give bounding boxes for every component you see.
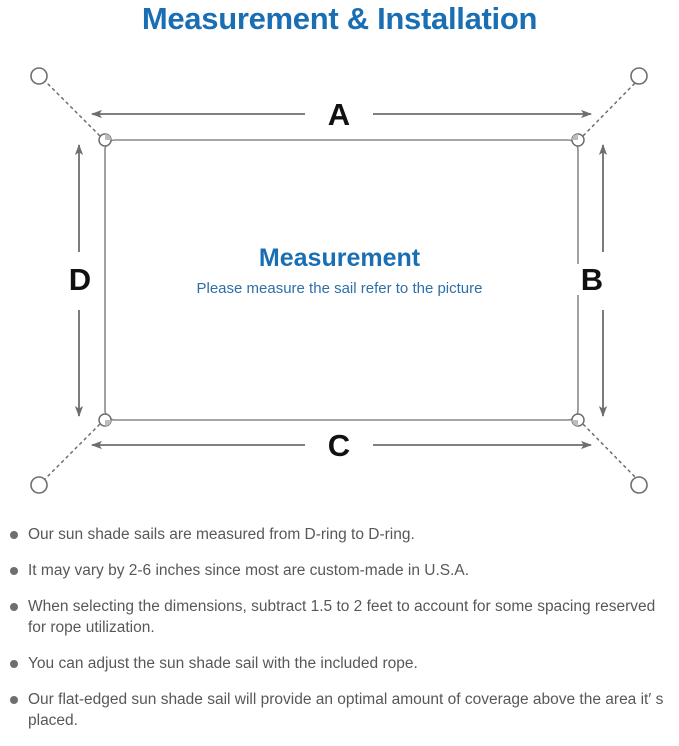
diagram-svg — [30, 67, 648, 494]
list-item: Our flat-edged sun shade sail will provi… — [0, 689, 679, 731]
rope-top-left — [44, 80, 105, 141]
d-ring-wedge-top-right — [572, 134, 578, 140]
sail-center-heading: Measurement — [258, 244, 421, 272]
note-text: Our flat-edged sun shade sail will provi… — [28, 691, 664, 729]
list-item: You can adjust the sun shade sail with t… — [0, 653, 679, 674]
note-text: When selecting the dimensions, subtract … — [28, 598, 656, 636]
page-title: Measurement & Installation — [141, 1, 538, 36]
list-item: Our sun shade sails are measured from D-… — [0, 524, 679, 545]
dimension-label-a: A — [310, 99, 368, 130]
list-item: When selecting the dimensions, subtract … — [0, 596, 679, 638]
note-text: You can adjust the sun shade sail with t… — [28, 655, 418, 672]
list-item: It may vary by 2-6 inches since most are… — [0, 560, 679, 581]
dimension-label-c: C — [310, 430, 368, 461]
bullet-icon — [10, 603, 18, 611]
sail-center-subtext: Please measure the sail refer to the pic… — [196, 280, 483, 297]
note-text: It may vary by 2-6 inches since most are… — [28, 562, 470, 579]
d-ring-wedge-bottom-left — [105, 420, 111, 426]
anchor-ring-top-left — [30, 67, 48, 85]
note-text: Our sun shade sails are measured from D-… — [28, 526, 415, 543]
notes-list: Our sun shade sails are measured from D-… — [0, 524, 679, 746]
dimension-label-d: D — [58, 264, 102, 295]
bullet-icon — [10, 660, 18, 668]
bullet-icon — [10, 531, 18, 539]
d-ring-wedge-top-left — [105, 134, 111, 140]
rope-top-right — [578, 80, 638, 141]
bullet-icon — [10, 696, 18, 704]
rope-bottom-left — [44, 419, 105, 480]
rope-bottom-right — [578, 419, 638, 480]
dimension-label-b: B — [570, 264, 614, 295]
anchor-ring-bottom-right — [630, 476, 648, 494]
anchor-ring-bottom-left — [30, 476, 48, 494]
measurement-diagram: Measurement Please measure the sail refe… — [0, 45, 679, 515]
d-ring-wedge-bottom-right — [572, 420, 578, 426]
anchor-ring-top-right — [630, 67, 648, 85]
bullet-icon — [10, 567, 18, 575]
